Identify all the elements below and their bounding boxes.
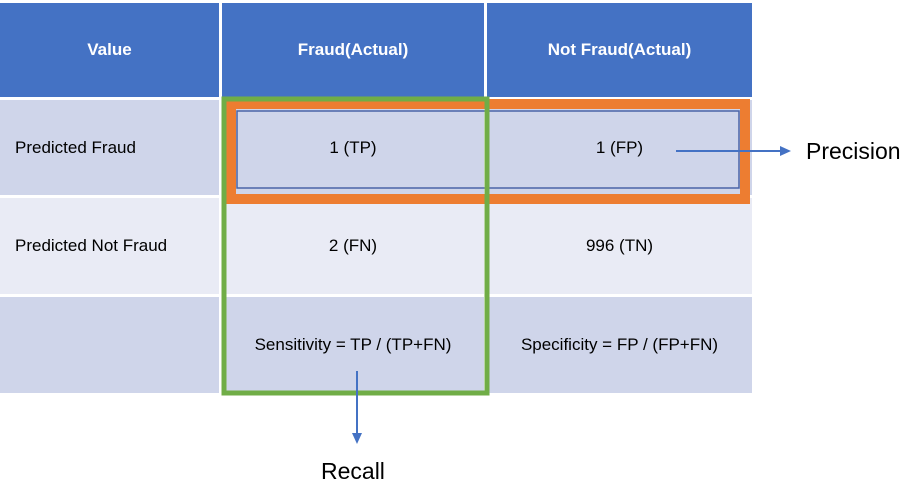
row-label-predicted-not-fraud: Predicted Not Fraud: [0, 198, 219, 294]
cell-false-negative: 2 (FN): [222, 198, 484, 294]
cell-true-positive: 1 (TP): [222, 100, 484, 195]
header-value: Value: [0, 3, 219, 97]
cell-false-positive: 1 (FP): [487, 100, 752, 195]
header-not-fraud-actual: Not Fraud(Actual): [487, 3, 752, 97]
precision-label: Precision: [806, 138, 901, 164]
row-label-predicted-fraud: Predicted Fraud: [0, 100, 219, 195]
recall-arrow-head: [352, 433, 362, 444]
cell-specificity-formula: Specificity = FP / (FP+FN): [487, 297, 752, 393]
header-fraud-actual: Fraud(Actual): [222, 3, 484, 97]
recall-label: Recall: [321, 458, 385, 484]
precision-arrow-head: [780, 146, 791, 156]
cell-true-negative: 996 (TN): [487, 198, 752, 294]
cell-sensitivity-formula: Sensitivity = TP / (TP+FN): [222, 297, 484, 393]
row-label-empty: [0, 297, 219, 393]
